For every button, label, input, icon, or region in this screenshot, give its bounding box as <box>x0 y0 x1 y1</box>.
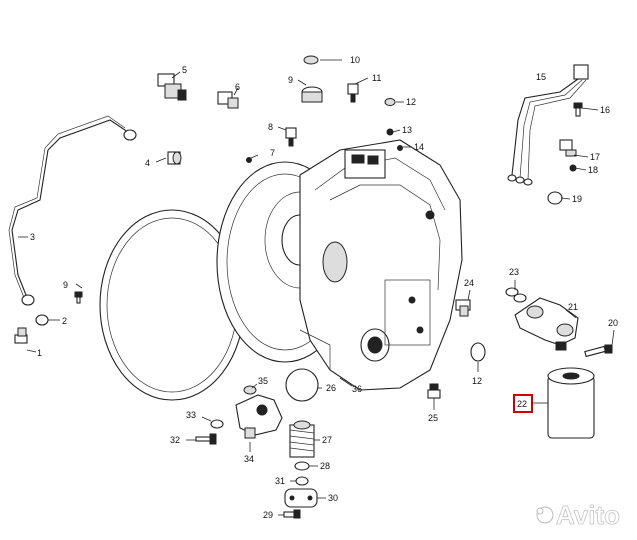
callout-17: 17 <box>590 152 600 162</box>
callout-19: 19 <box>572 194 582 204</box>
callout-33: 33 <box>186 410 196 420</box>
pin-part-7 <box>246 157 252 163</box>
callout-23: 23 <box>509 267 519 277</box>
callout-11: 11 <box>372 73 381 83</box>
callout-5: 5 <box>182 65 187 75</box>
callout-28: 28 <box>320 461 330 471</box>
bolt-part-9-left <box>74 291 83 304</box>
sensor-part-5 <box>157 73 187 101</box>
washer-part-2 <box>35 314 49 326</box>
callout-13: 13 <box>402 125 412 135</box>
fitting-part-4 <box>167 151 182 165</box>
sensor-part-11 <box>347 83 359 103</box>
oil-tube <box>8 115 137 306</box>
oring-part-28 <box>294 461 310 471</box>
callout-9-left: 9 <box>63 280 68 290</box>
callout-labels: 1 2 3 4 5 6 7 8 9 9 10 11 12 12 13 14 15… <box>30 55 618 520</box>
oring-part-31 <box>295 476 309 486</box>
hollow-bolt-part-24 <box>455 299 471 317</box>
callout-16: 16 <box>600 105 610 115</box>
filter-head-part-21 <box>514 297 579 351</box>
bolt-part-16 <box>573 102 583 117</box>
callout-12-top: 12 <box>406 97 416 107</box>
plug-part-13 <box>386 128 394 136</box>
callout-20: 20 <box>608 318 618 328</box>
plug-part-10 <box>303 55 319 65</box>
callout-9-top: 9 <box>288 75 293 85</box>
highlight-box-22 <box>513 394 533 413</box>
bolt-part-32 <box>195 433 217 445</box>
transmission-housing <box>299 139 463 391</box>
spring-part-27 <box>289 420 315 458</box>
callout-25: 25 <box>428 413 438 423</box>
callout-12-right: 12 <box>472 376 482 386</box>
ring-part-19 <box>547 191 563 205</box>
callout-26: 26 <box>326 383 336 393</box>
callout-14: 14 <box>414 142 424 152</box>
callout-31: 31 <box>275 476 285 486</box>
washer-part-33 <box>210 419 224 429</box>
callout-10: 10 <box>350 55 360 65</box>
callout-24: 24 <box>464 278 474 288</box>
leader-lines <box>18 59 615 516</box>
watermark-text: Avito <box>556 500 620 530</box>
connector-part-17 <box>559 139 577 157</box>
bolt-part-20 <box>584 344 613 358</box>
callout-35: 35 <box>258 376 268 386</box>
drain-plug-part-25 <box>427 383 441 399</box>
oil-filter-part-22 <box>547 367 595 439</box>
callout-34: 34 <box>244 454 254 464</box>
bolt-part-29 <box>283 509 301 519</box>
callout-36: 36 <box>352 384 362 394</box>
callout-6: 6 <box>235 82 240 92</box>
cover-plate-part-30 <box>284 488 318 508</box>
seal-part-12-right <box>470 342 486 362</box>
callout-30: 30 <box>328 493 338 503</box>
orings-part-23 <box>505 287 527 303</box>
callout-1: 1 <box>37 348 42 358</box>
plug-part-9-top <box>301 86 323 103</box>
callout-8: 8 <box>268 122 273 132</box>
fitting-part-1 <box>14 327 28 344</box>
seal-part-12-top <box>384 98 396 106</box>
plug-part-35 <box>243 385 257 395</box>
callout-4: 4 <box>145 158 150 168</box>
callout-29: 29 <box>263 510 273 520</box>
watermark: Avito <box>536 500 620 530</box>
valve-body-part-34 <box>235 394 283 439</box>
seal-ring-part-26 <box>285 368 319 402</box>
callout-3: 3 <box>30 232 35 242</box>
callout-7: 7 <box>270 148 275 158</box>
callout-22: 22 <box>517 399 527 409</box>
sensor-part-8 <box>285 127 297 147</box>
sensor-part-6 <box>217 91 239 109</box>
callout-21: 21 <box>568 302 578 312</box>
callout-32: 32 <box>170 435 180 445</box>
wiring-harness-part-15 <box>507 64 589 186</box>
callout-27: 27 <box>322 435 332 445</box>
callout-18: 18 <box>588 165 598 175</box>
callout-15: 15 <box>536 72 546 82</box>
callout-2: 2 <box>62 316 67 326</box>
pin-part-14 <box>397 145 403 151</box>
